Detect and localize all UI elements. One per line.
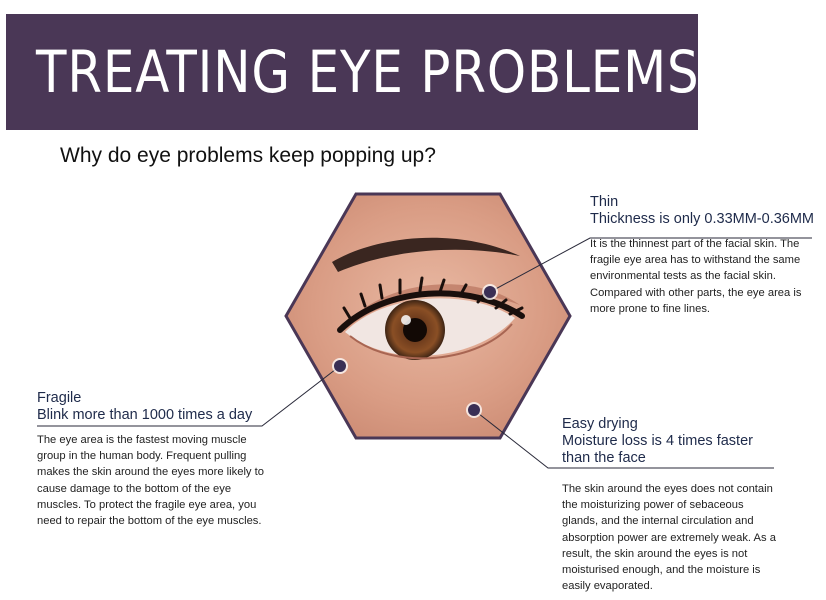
callout-thin-body: It is the thinnest part of the facial sk… (590, 238, 802, 315)
callout-thin-heading: Thin (590, 194, 619, 210)
eye-photo (286, 194, 570, 438)
connector-line-drying (473, 409, 774, 469)
callout-drying-subheading: Moisture loss is 4 times faster than the… (562, 433, 753, 466)
callout-drying: Easy drying Moisture loss is 4 times fas… (562, 416, 782, 594)
callout-fragile: Fragile Blink more than 1000 times a day… (37, 390, 267, 529)
callout-fragile-subheading: Blink more than 1000 times a day (37, 407, 253, 423)
marker-thin (482, 284, 498, 300)
callout-drying-heading: Easy drying (562, 416, 638, 432)
connector-line-thin (489, 237, 812, 293)
connector-line-fragile (37, 365, 341, 427)
page-title: TREATING EYE PROBLEMS (36, 38, 700, 106)
callout-thin: Thin Thickness is only 0.33MM-0.36MM It … (590, 194, 818, 317)
callout-drying-body: The skin around the eyes does not contai… (562, 483, 776, 593)
title-banner: TREATING EYE PROBLEMS (6, 14, 700, 130)
marker-fragile (332, 358, 348, 374)
hexagon-frame (284, 192, 572, 440)
callout-thin-subheading: Thickness is only 0.33MM-0.36MM (590, 211, 815, 227)
page-subtitle: Why do eye problems keep popping up? (60, 144, 436, 167)
marker-drying (466, 402, 482, 418)
callout-fragile-body: The eye area is the fastest moving muscl… (37, 434, 264, 528)
callout-fragile-heading: Fragile (37, 390, 82, 406)
